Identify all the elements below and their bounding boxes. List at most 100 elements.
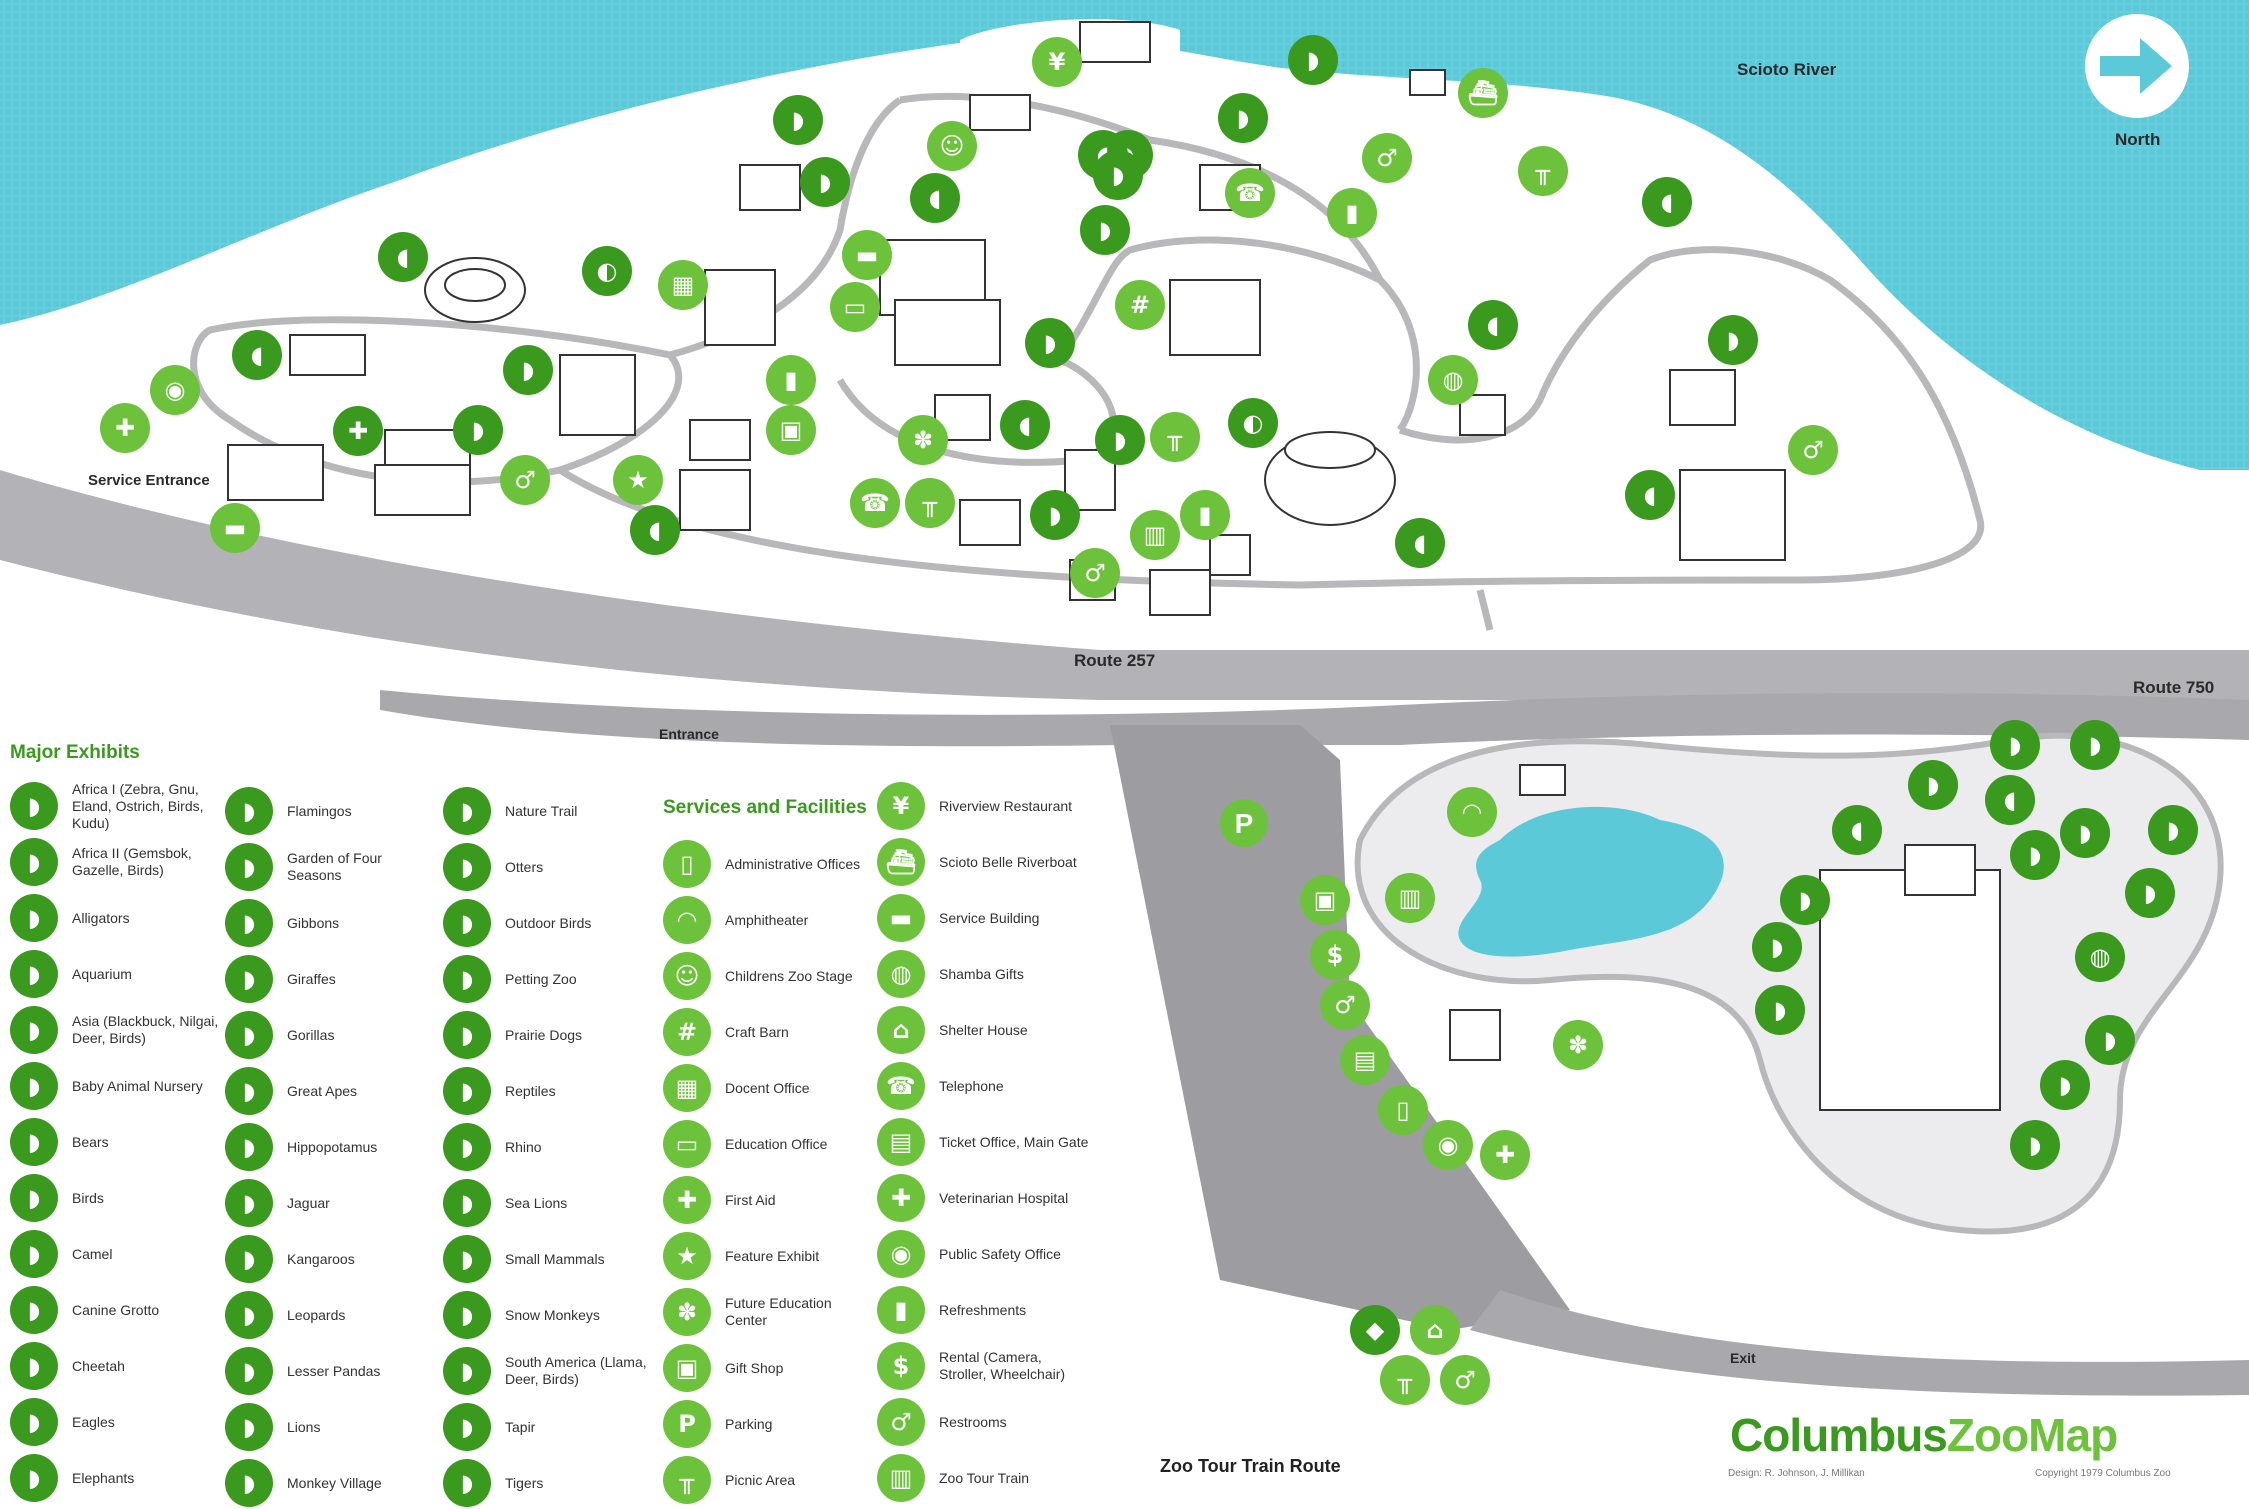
map-marker-riverview-restaurant[interactable]: ¥ — [1032, 37, 1082, 87]
map-marker-public-safety-south[interactable]: ◉ — [1423, 1120, 1473, 1170]
map-marker-picnic-south[interactable]: ╥ — [1380, 1355, 1430, 1405]
map-marker-refreshments-center[interactable]: ▮ — [1180, 490, 1230, 540]
map-marker-restrooms-center[interactable]: ♂ — [1070, 548, 1120, 598]
map-marker-leopards[interactable]: ◗ — [2125, 868, 2175, 918]
map-marker-petting-zoo[interactable]: ◗ — [773, 95, 823, 145]
map-marker-refreshments-north[interactable]: ▮ — [1327, 188, 1377, 238]
map-marker-llama[interactable]: ◖ — [910, 173, 960, 223]
map-marker-tapir[interactable]: ◗ — [1030, 490, 1080, 540]
monkey-icon: ◗ — [225, 1459, 273, 1507]
map-marker-sea-lions[interactable]: ◖ — [232, 330, 282, 380]
map-marker-prairie-dogs[interactable]: ◗ — [1093, 150, 1143, 200]
map-marker-rhino[interactable]: ◗ — [2010, 830, 2060, 880]
map-marker-future-education-center[interactable]: ✽ — [1553, 1020, 1603, 1070]
map-marker-garden-of-four-seasons[interactable]: ✽ — [898, 415, 948, 465]
map-marker-amphitheater[interactable]: ◠ — [1447, 787, 1497, 837]
legend-item-label: Snow Monkeys — [505, 1306, 600, 1323]
map-marker-public-safety-office[interactable]: ◉ — [150, 365, 200, 415]
map-marker-veterinarian-hospital[interactable]: ✚ — [333, 406, 383, 456]
map-marker-restrooms-north[interactable]: ♂ — [1362, 133, 1412, 183]
map-marker-zoo-tour-train[interactable]: ▥ — [1130, 510, 1180, 560]
map-marker-hippopotamus[interactable]: ◗ — [1288, 35, 1338, 85]
map-marker-gift-shop-south[interactable]: ▣ — [1300, 875, 1350, 925]
map-marker-giraffes[interactable]: ◗ — [1908, 760, 1958, 810]
map-marker-tigers[interactable]: ◗ — [2060, 808, 2110, 858]
map-marker-picnic-area[interactable]: ╥ — [905, 478, 955, 528]
map-marker-camel-b[interactable]: ◖ — [1832, 805, 1882, 855]
map-marker-childrens-zoo-stage[interactable]: ☺ — [927, 121, 977, 171]
legend-item-label: Cheetah — [72, 1357, 125, 1374]
map-marker-baby-animal-nursery[interactable]: ◗ — [800, 157, 850, 207]
map-marker-flamingos[interactable]: ◖ — [378, 232, 428, 282]
label-route-257: Route 257 — [1074, 651, 1156, 670]
map-marker-asia[interactable]: ◗ — [2085, 1015, 2135, 1065]
map-marker-scioto-belle-riverboat[interactable]: ⛴ — [1458, 68, 1508, 118]
map-marker-jaguar[interactable]: ◍ — [2075, 932, 2125, 982]
map-marker-africa-i-b[interactable]: ◗ — [2070, 720, 2120, 770]
map-marker-zoo-tour-train-south[interactable]: ▥ — [1385, 873, 1435, 923]
map-marker-alligators[interactable]: ◐ — [1228, 398, 1278, 448]
map-marker-camel[interactable]: ◖ — [1985, 775, 2035, 825]
map-marker-gibbons[interactable]: ◗ — [503, 345, 553, 395]
map-marker-restrooms-south[interactable]: ♂ — [1440, 1355, 1490, 1405]
legend-item-label: Refreshments — [939, 1301, 1027, 1318]
legend-item: ◗Outdoor Birds — [443, 897, 683, 949]
map-marker-docent-office[interactable]: ▦ — [658, 260, 708, 310]
map-marker-shamba-gifts[interactable]: ◍ — [1428, 355, 1478, 405]
map-marker-telephone-north[interactable]: ☎ — [1225, 168, 1275, 218]
map-marker-telephone-west[interactable]: ☎ — [850, 478, 900, 528]
map-marker-first-aid-south[interactable]: ✚ — [1480, 1130, 1530, 1180]
legend-item-label: Amphitheater — [725, 911, 809, 928]
reptile-icon: ◗ — [443, 1067, 491, 1115]
map-marker-first-aid[interactable]: ✚ — [100, 403, 150, 453]
map-marker-nature-trail[interactable]: ◆ — [1350, 1305, 1400, 1355]
map-marker-service-building-north[interactable]: ▬ — [842, 230, 892, 280]
map-marker-canine-grotto[interactable]: ◗ — [1755, 985, 1805, 1035]
map-marker-cheetah[interactable]: ◖ — [1000, 400, 1050, 450]
map-marker-feature-exhibit[interactable]: ★ — [613, 455, 663, 505]
map-marker-kangaroos[interactable]: ◗ — [1218, 93, 1268, 143]
map-marker-service-building[interactable]: ▬ — [210, 503, 260, 553]
map-marker-ticket-office[interactable]: ▤ — [1340, 1035, 1390, 1085]
map-marker-restrooms-gate[interactable]: ♂ — [1320, 980, 1370, 1030]
map-marker-restrooms-east[interactable]: ♂ — [1788, 425, 1838, 475]
map-marker-restrooms-west[interactable]: ♂ — [500, 455, 550, 505]
map-marker-gift-shop[interactable]: ▣ — [766, 405, 816, 455]
legend-item: ◗Reptiles — [443, 1065, 683, 1117]
map-marker-birds[interactable]: ◖ — [1468, 300, 1518, 350]
map-marker-shelter-house[interactable]: ⌂ — [1410, 1305, 1460, 1355]
legend-item: ◗Tigers — [443, 1457, 683, 1509]
map-marker-elephants[interactable]: ◗ — [1780, 875, 1830, 925]
map-marker-monkey-village[interactable]: ◗ — [1095, 415, 1145, 465]
map-marker-rental[interactable]: $ — [1310, 930, 1360, 980]
map-marker-aquarium[interactable]: ◐ — [582, 246, 632, 296]
map-marker-lions[interactable]: ◖ — [630, 505, 680, 555]
legend-item-label: Ticket Office, Main Gate — [939, 1133, 1089, 1150]
panda-icon: ◗ — [225, 1347, 273, 1395]
map-marker-africa-i[interactable]: ◗ — [1990, 720, 2040, 770]
map-marker-eagles-south[interactable]: ◗ — [2010, 1120, 2060, 1170]
map-marker-reptiles[interactable]: ◗ — [453, 405, 503, 455]
map-marker-asia-b[interactable]: ◗ — [2040, 1060, 2090, 1110]
map-marker-admin-offices[interactable]: ▯ — [1378, 1085, 1428, 1135]
map-marker-gorillas[interactable]: ◖ — [1625, 470, 1675, 520]
goat-icon: ◗ — [443, 955, 491, 1003]
map-marker-picnic-north[interactable]: ╥ — [1518, 146, 1568, 196]
parking-icon: P — [663, 1400, 711, 1448]
map-marker-eagles[interactable]: ◖ — [1642, 177, 1692, 227]
map-marker-refreshments-west[interactable]: ▮ — [766, 355, 816, 405]
map-marker-great-apes[interactable]: ◗ — [1708, 315, 1758, 365]
map-marker-lesser-pandas[interactable]: ◗ — [1025, 318, 1075, 368]
map-marker-bears[interactable]: ◗ — [1752, 922, 1802, 972]
legend-item: ◗Bears — [10, 1116, 250, 1168]
map-marker-africa-ii[interactable]: ◗ — [2148, 805, 2198, 855]
map-marker-outdoor-birds[interactable]: ◖ — [1395, 518, 1445, 568]
legend-item-label: Giraffes — [287, 970, 336, 987]
map-marker-otters[interactable]: ◗ — [1080, 205, 1130, 255]
map-marker-picnic-center[interactable]: ╥ — [1150, 412, 1200, 462]
prairie-dog-icon: ◗ — [443, 1011, 491, 1059]
map-marker-craft-barn[interactable]: # — [1115, 280, 1165, 330]
legend-item-label: Craft Barn — [725, 1023, 789, 1040]
map-marker-education-office[interactable]: ▭ — [830, 282, 880, 332]
